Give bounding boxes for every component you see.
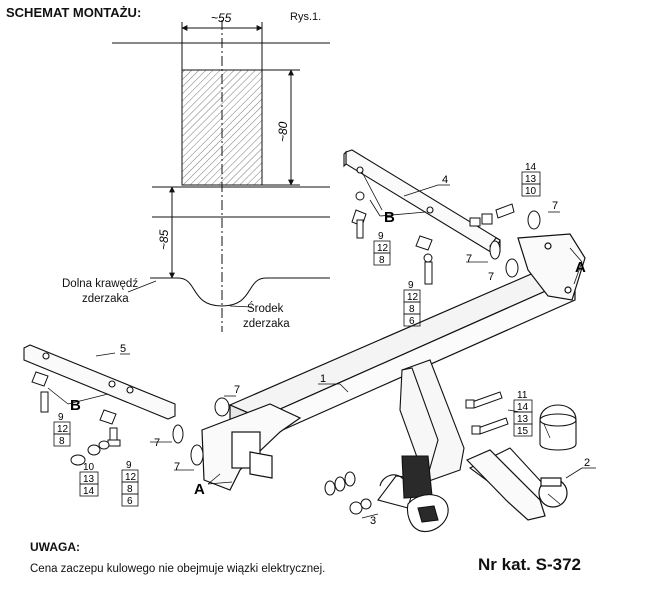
label-10: 10 xyxy=(525,186,537,197)
bumper-dimension-sketch xyxy=(112,20,330,332)
ball-cover xyxy=(539,404,577,451)
main-crossbar-1 xyxy=(201,233,586,491)
boxed-label-stacks xyxy=(53,171,541,507)
label-8: 8 xyxy=(59,436,65,447)
label-lower-edge: Dolna krawędź xyxy=(62,278,139,290)
label-8: 8 xyxy=(379,255,385,266)
callout-washer-7: 7 xyxy=(552,200,558,212)
label-bumper-center-2: zderzaka xyxy=(243,318,290,330)
label-6: 6 xyxy=(409,316,415,327)
callout-part-3: 3 xyxy=(370,515,376,527)
callout-washer-7: 7 xyxy=(174,461,180,473)
label-8: 8 xyxy=(409,304,415,315)
bolt-set-left xyxy=(31,371,121,466)
figure-label: Rys.1. xyxy=(290,11,322,23)
callout-washer-7: 7 xyxy=(234,384,240,396)
callout-point-a: A xyxy=(194,481,205,498)
washer-group-7 xyxy=(172,210,541,466)
callout-point-a: A xyxy=(575,259,586,276)
label-6: 6 xyxy=(127,496,133,507)
leader-line xyxy=(229,305,253,308)
label-lower-edge-2: zderzaka xyxy=(82,293,129,305)
label-bumper-center: Środek xyxy=(247,303,284,315)
callout-bolt-9: 9 xyxy=(408,280,414,291)
mounting-bracket-5 xyxy=(23,344,176,420)
dimension-offset: ~85 xyxy=(157,229,171,250)
callout-bolt-9: 9 xyxy=(126,460,132,471)
dimension-height: ~80 xyxy=(276,121,290,142)
tow-ball-2 xyxy=(465,449,568,521)
label-13: 13 xyxy=(517,414,529,425)
label-14: 14 xyxy=(517,402,529,413)
label-12: 12 xyxy=(125,472,137,483)
fastener-set-center xyxy=(324,203,515,515)
label-13: 13 xyxy=(525,174,537,185)
warning-label: UWAGA: xyxy=(30,540,80,554)
callout-washer-7: 7 xyxy=(488,271,494,283)
callout-part-5: 5 xyxy=(120,343,126,355)
label-15: 15 xyxy=(517,426,529,437)
label-12: 12 xyxy=(57,424,69,435)
callout-part-1: 1 xyxy=(320,373,326,385)
callout-bolt-9: 9 xyxy=(58,412,64,423)
callout-washer-7: 7 xyxy=(466,253,472,265)
electrical-socket-3 xyxy=(377,455,449,532)
dimension-width: ~55 xyxy=(211,11,232,25)
label-14: 14 xyxy=(83,486,95,497)
callout-washer-7: 7 xyxy=(154,437,160,449)
callout-part-2: 2 xyxy=(584,457,590,469)
label-12: 12 xyxy=(377,243,389,254)
callout-bolt-9: 9 xyxy=(378,231,384,242)
callout-leaders xyxy=(47,199,596,485)
callout-point-b: B xyxy=(70,397,81,414)
warning-text: Cena zaczepu kulowego nie obejmuje wiązk… xyxy=(30,563,326,575)
label-8: 8 xyxy=(127,484,133,495)
schematic-title: SCHEMAT MONTAŻU: xyxy=(6,5,142,20)
label-11: 11 xyxy=(517,390,528,401)
bolt-set-right xyxy=(351,191,433,285)
callout-part-4: 4 xyxy=(442,174,448,186)
catalog-number: Nr kat. S-372 xyxy=(478,555,581,574)
label-12: 12 xyxy=(407,292,419,303)
callout-point-b: B xyxy=(384,209,395,226)
leader-line xyxy=(127,280,157,293)
label-13: 13 xyxy=(83,474,95,485)
label-10: 10 xyxy=(83,462,95,473)
label-14: 14 xyxy=(525,162,537,173)
